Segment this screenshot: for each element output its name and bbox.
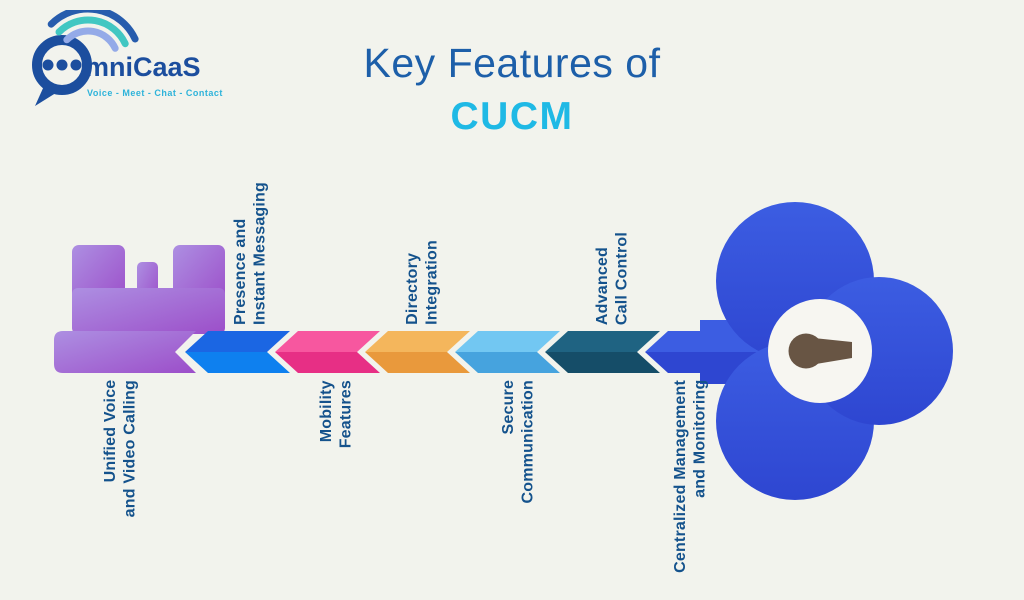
label-mobility: Mobility Features <box>318 380 355 449</box>
speech-bubble-icon <box>32 35 92 106</box>
keyhole-icon <box>788 333 852 369</box>
signal-waves-icon <box>47 10 139 52</box>
label-secure: Secure Communication <box>500 380 537 504</box>
chevron-mobility <box>275 331 380 373</box>
label-directory: Directory Integration <box>404 240 441 325</box>
logo-tagline: Voice - Meet - Chat - Contact <box>87 88 223 98</box>
label-presence: Presence and Instant Messaging <box>232 182 269 325</box>
page-title: Key Features of CUCM <box>0 40 1024 139</box>
chevron-directory <box>365 331 470 373</box>
omnicaas-logo: mniCaaS Voice - Meet - Chat - Contact <box>32 10 223 106</box>
chevron-secure <box>455 331 560 373</box>
label-unified-voice: Unified Voice and Video Calling <box>102 380 139 518</box>
label-centralized: Centralized Management and Monitoring <box>672 380 709 573</box>
logo-brand-text: mniCaaS <box>85 52 201 82</box>
chevron-advanced-call <box>545 331 660 373</box>
title-line1: Key Features of <box>363 40 661 86</box>
chevron-presence-messaging <box>185 331 290 373</box>
label-advanced-call: Advanced Call Control <box>594 231 631 325</box>
title-line2: CUCM <box>450 95 574 138</box>
key-bit-unified-voice <box>54 245 225 373</box>
